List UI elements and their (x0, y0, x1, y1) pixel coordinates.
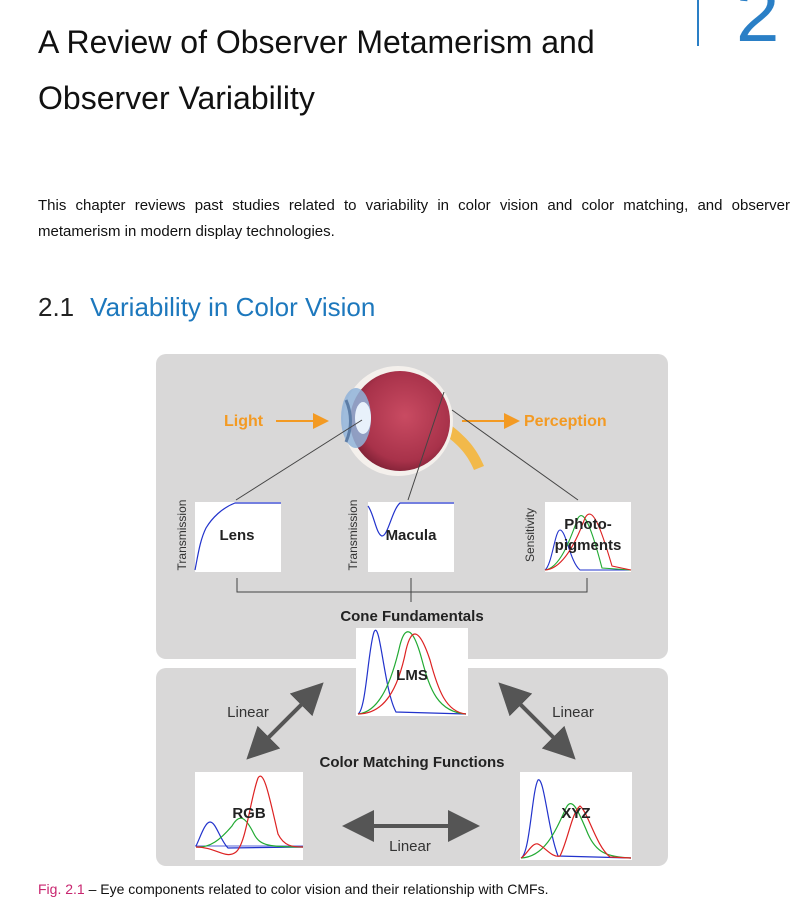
lens-panel: Lens (194, 502, 281, 572)
linear-label-right: Linear (552, 704, 594, 721)
cone-fundamentals-label: Cone Fundamentals (340, 608, 483, 625)
linear-label-bottom: Linear (389, 838, 431, 855)
lens-label: Lens (219, 527, 254, 544)
chapter-title: A Review of Observer Metamerism and Obse… (38, 24, 595, 116)
light-label: Light (224, 413, 264, 430)
photopigments-panel: Photo- pigments (544, 502, 632, 572)
cmf-label: Color Matching Functions (320, 754, 505, 771)
lms-panel: LMS (356, 628, 468, 716)
section-title: Variability in Color Vision (90, 292, 376, 322)
macula-axis-label: Transmission (346, 500, 360, 571)
figure-caption: Fig. 2.1 – Eye components related to col… (38, 879, 548, 899)
linear-label-left: Linear (227, 704, 269, 721)
rgb-label: RGB (232, 805, 266, 822)
lms-label: LMS (396, 667, 428, 684)
photo-axis-label: Sensitivity (523, 508, 537, 562)
chapter-number: 2 (736, 0, 780, 58)
xyz-label: XYZ (561, 805, 590, 822)
section-heading: 2.1 Variability in Color Vision (38, 289, 375, 325)
intro-paragraph: This chapter reviews past studies relate… (38, 197, 790, 240)
chapter-divider (697, 0, 699, 46)
macula-label: Macula (386, 527, 438, 544)
rgb-panel: RGB (195, 772, 304, 860)
figure-caption-label: Fig. 2.1 (38, 881, 85, 897)
xyz-panel: XYZ (520, 772, 632, 860)
photopigments-label-2: pigments (555, 537, 622, 554)
lens-axis-label: Transmission (175, 500, 189, 571)
photopigments-label-1: Photo- (564, 516, 611, 533)
perception-label: Perception (524, 413, 607, 430)
macula-panel: Macula (367, 502, 454, 572)
figure-caption-text: – Eye components related to color vision… (84, 881, 549, 897)
section-number: 2.1 (38, 292, 75, 322)
